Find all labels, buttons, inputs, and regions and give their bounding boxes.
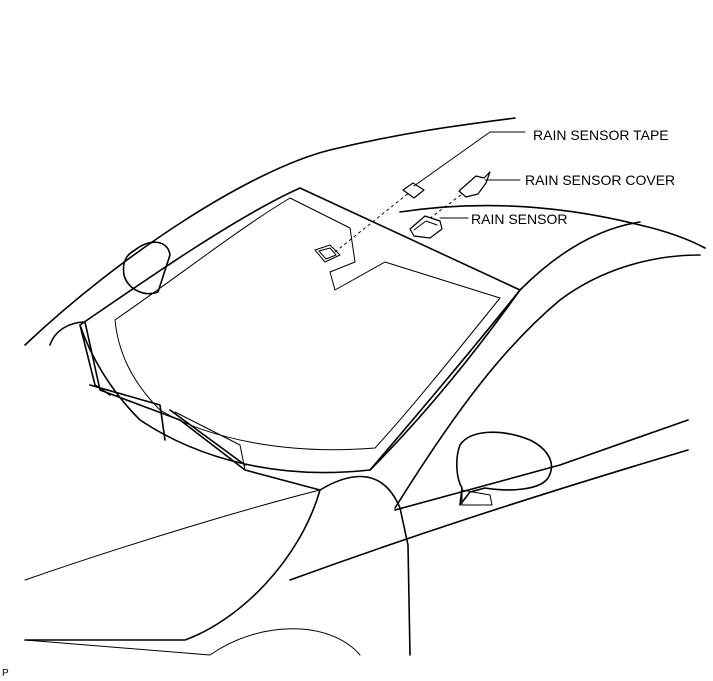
- belt-line: [394, 419, 689, 511]
- cowl-line: [319, 475, 411, 656]
- sill-line: [24, 639, 211, 656]
- roof-edge: [399, 204, 706, 249]
- label-rain-sensor-cover: RAIN SENSOR COVER: [525, 172, 676, 188]
- wiper-arm-2: [169, 409, 246, 466]
- rain-sensor-cover-part: [458, 171, 491, 198]
- windshield-glass: [114, 197, 501, 451]
- wheel-arch: [209, 628, 361, 656]
- hood-left: [24, 321, 321, 641]
- leader-tape: [413, 131, 526, 187]
- corner-code: P: [2, 668, 9, 679]
- roof-outline: [24, 117, 516, 346]
- rain-sensor-part: [409, 215, 443, 239]
- mirror-base: [314, 244, 341, 263]
- right-mirror: [456, 431, 553, 506]
- windshield-frame: [79, 187, 521, 474]
- wiper-blade: [174, 411, 246, 471]
- left-mirror: [122, 241, 171, 295]
- door-frame: [394, 254, 701, 509]
- right-a-pillar: [369, 221, 641, 471]
- fender-line: [24, 489, 321, 581]
- rain-sensor-detail: [413, 220, 438, 231]
- label-rain-sensor-tape: RAIN SENSOR TAPE: [533, 127, 669, 143]
- right-mirror-base: [461, 489, 493, 506]
- wiper-arm-1: [89, 384, 166, 441]
- rain-sensor-tape-part: [402, 182, 425, 199]
- mirror-base-inner: [318, 247, 337, 260]
- label-rain-sensor: RAIN SENSOR: [471, 211, 568, 227]
- tape-to-mount-dash: [334, 191, 411, 253]
- door-line: [289, 449, 689, 581]
